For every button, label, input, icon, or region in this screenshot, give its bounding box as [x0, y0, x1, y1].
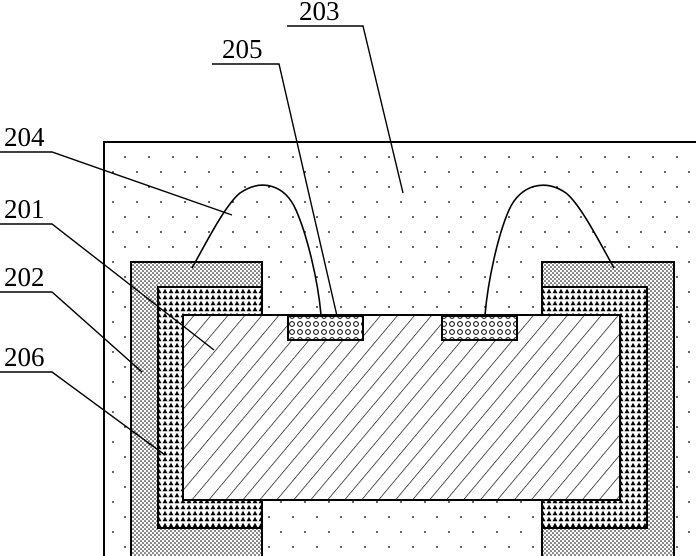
semiconductor-chip: [182, 314, 621, 501]
label-206: 206: [4, 342, 45, 372]
label-201: 201: [4, 194, 45, 224]
label-202: 202: [4, 262, 45, 292]
leader-lines: [0, 25, 404, 456]
label-203: 203: [299, 0, 340, 26]
bond-pad-right: [441, 315, 518, 341]
bond-wire-right: [484, 184, 615, 316]
bond-wire-left: [191, 184, 322, 316]
label-204: 204: [4, 122, 45, 152]
bond-pad-left: [287, 315, 364, 341]
label-205: 205: [222, 34, 263, 64]
